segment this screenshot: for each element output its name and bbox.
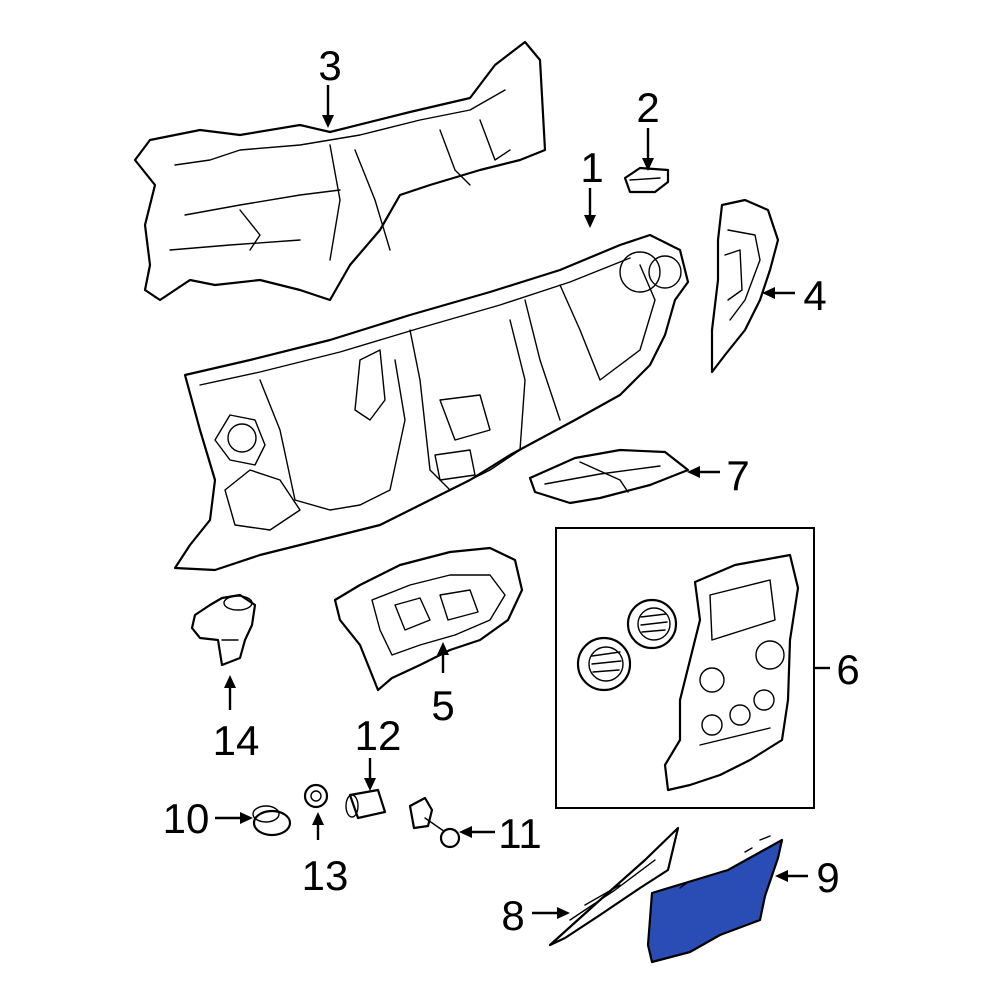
callout-10: 10 <box>163 795 210 842</box>
leader-lines <box>215 85 830 919</box>
part-8-door-trim <box>548 826 680 947</box>
callout-5: 5 <box>431 682 454 729</box>
part-7-tray <box>528 448 690 505</box>
callout-14: 14 <box>213 717 260 764</box>
callout-13: 13 <box>302 852 349 899</box>
callout-4: 4 <box>803 272 826 319</box>
part-12-socket <box>345 788 387 820</box>
callout-7: 7 <box>726 452 749 499</box>
part-11-outlet <box>408 796 461 849</box>
callout-1: 1 <box>580 144 603 191</box>
part-6-center-bezel <box>663 553 800 792</box>
part-3-dash-frame <box>133 40 547 302</box>
part-1-instrument-panel <box>173 233 690 572</box>
part-13-grommet <box>303 783 329 809</box>
callout-8: 8 <box>501 892 524 939</box>
part-6-vent-left <box>576 636 632 692</box>
part-10-knob <box>252 805 292 837</box>
callout-12: 12 <box>355 712 402 759</box>
part-4-end-cap <box>710 198 780 374</box>
callout-9: 9 <box>816 854 839 901</box>
callout-6: 6 <box>836 646 859 693</box>
callout-2: 2 <box>636 84 659 131</box>
part-9-glove-box-door <box>646 835 784 964</box>
callout-11: 11 <box>498 810 542 857</box>
callout-3: 3 <box>318 42 341 89</box>
part-2-clip <box>623 166 670 194</box>
part-14-switch <box>190 593 257 667</box>
part-5-cluster-bezel <box>333 546 524 692</box>
part-6-vent-right <box>626 598 678 650</box>
